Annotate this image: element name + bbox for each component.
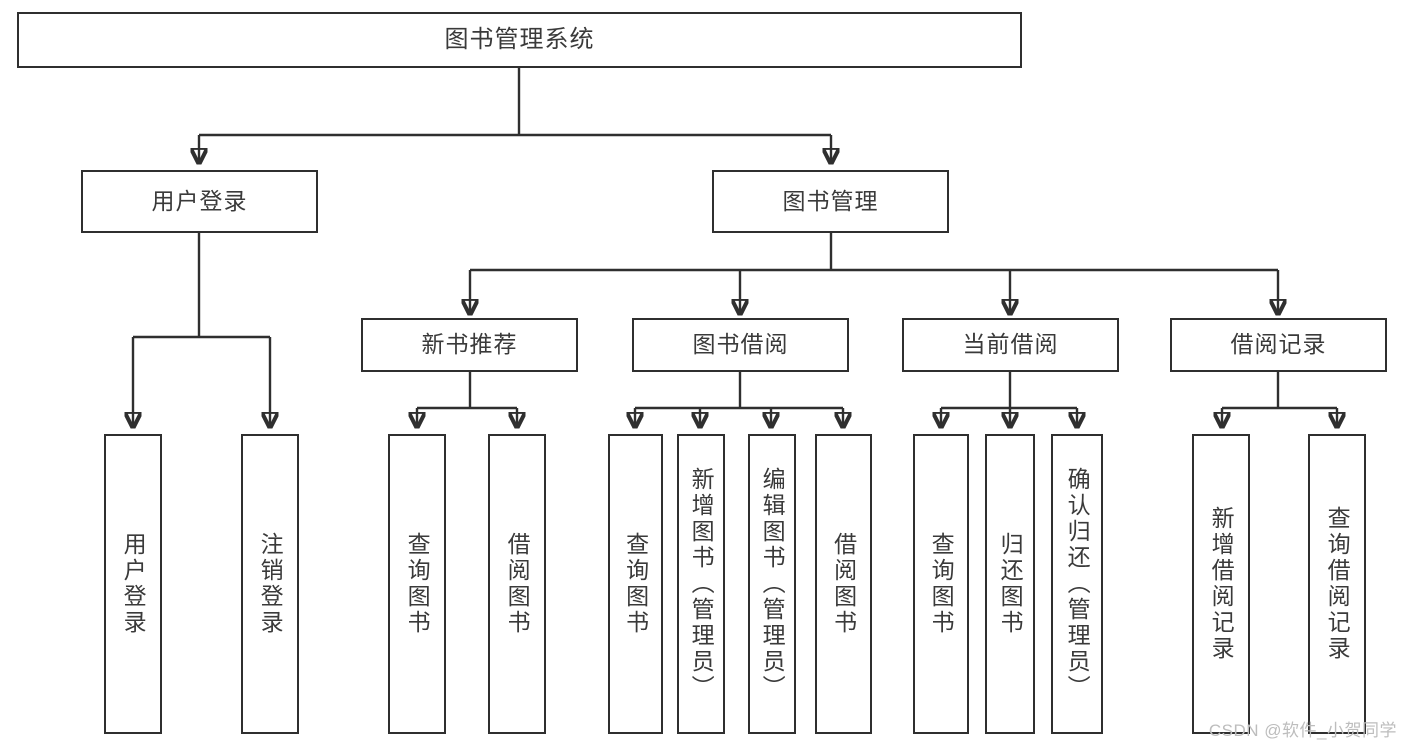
leaf-borrow-book-recommend[interactable]: 借阅图书 bbox=[488, 434, 546, 734]
node-user-login[interactable]: 用户登录 bbox=[81, 170, 318, 233]
node-label: 当前借阅 bbox=[962, 331, 1059, 358]
node-borrow-record[interactable]: 借阅记录 bbox=[1170, 318, 1387, 372]
node-label: 新增图书（管理员） bbox=[688, 467, 715, 701]
node-label: 注销登录 bbox=[257, 532, 284, 636]
node-book-borrow[interactable]: 图书借阅 bbox=[632, 318, 849, 372]
node-label: 用户登录 bbox=[120, 532, 147, 636]
node-label: 查询图书 bbox=[928, 532, 955, 636]
node-label: 归还图书 bbox=[997, 532, 1024, 636]
node-label: 借阅图书 bbox=[504, 532, 531, 636]
watermark-text: CSDN @软件_小贺同学 bbox=[1208, 721, 1397, 740]
node-label: 查询图书 bbox=[404, 532, 431, 636]
leaf-logout-login[interactable]: 注销登录 bbox=[241, 434, 299, 734]
node-label: 用户登录 bbox=[151, 187, 248, 214]
leaf-user-login[interactable]: 用户登录 bbox=[104, 434, 162, 734]
leaf-add-borrow-record[interactable]: 新增借阅记录 bbox=[1192, 434, 1250, 734]
node-label: 查询图书 bbox=[622, 532, 649, 636]
leaf-query-book-recommend[interactable]: 查询图书 bbox=[388, 434, 446, 734]
node-label: 图书管理 bbox=[782, 187, 879, 214]
node-label: 图书借阅 bbox=[692, 331, 789, 358]
leaf-borrow-book-borrow[interactable]: 借阅图书 bbox=[815, 434, 872, 734]
node-label: 借阅图书 bbox=[830, 532, 857, 636]
node-book-manage[interactable]: 图书管理 bbox=[712, 170, 949, 233]
node-label: 查询借阅记录 bbox=[1324, 506, 1351, 662]
node-label: 编辑图书（管理员） bbox=[759, 467, 786, 701]
node-label: 图书管理系统 bbox=[444, 25, 595, 53]
leaf-query-book-current[interactable]: 查询图书 bbox=[913, 434, 969, 734]
node-current-borrow[interactable]: 当前借阅 bbox=[902, 318, 1119, 372]
node-label: 新书推荐 bbox=[421, 331, 518, 358]
leaf-query-borrow-record[interactable]: 查询借阅记录 bbox=[1308, 434, 1366, 734]
leaf-edit-book-admin[interactable]: 编辑图书（管理员） bbox=[748, 434, 796, 734]
leaf-return-book[interactable]: 归还图书 bbox=[985, 434, 1035, 734]
leaf-add-book-admin[interactable]: 新增图书（管理员） bbox=[677, 434, 725, 734]
node-label: 确认归还（管理员） bbox=[1064, 467, 1091, 701]
node-label: 新增借阅记录 bbox=[1208, 506, 1235, 662]
node-root-system[interactable]: 图书管理系统 bbox=[17, 12, 1022, 68]
leaf-confirm-return-admin[interactable]: 确认归还（管理员） bbox=[1051, 434, 1103, 734]
node-new-book-recommend[interactable]: 新书推荐 bbox=[361, 318, 578, 372]
node-label: 借阅记录 bbox=[1230, 331, 1327, 358]
leaf-query-book-borrow[interactable]: 查询图书 bbox=[608, 434, 663, 734]
